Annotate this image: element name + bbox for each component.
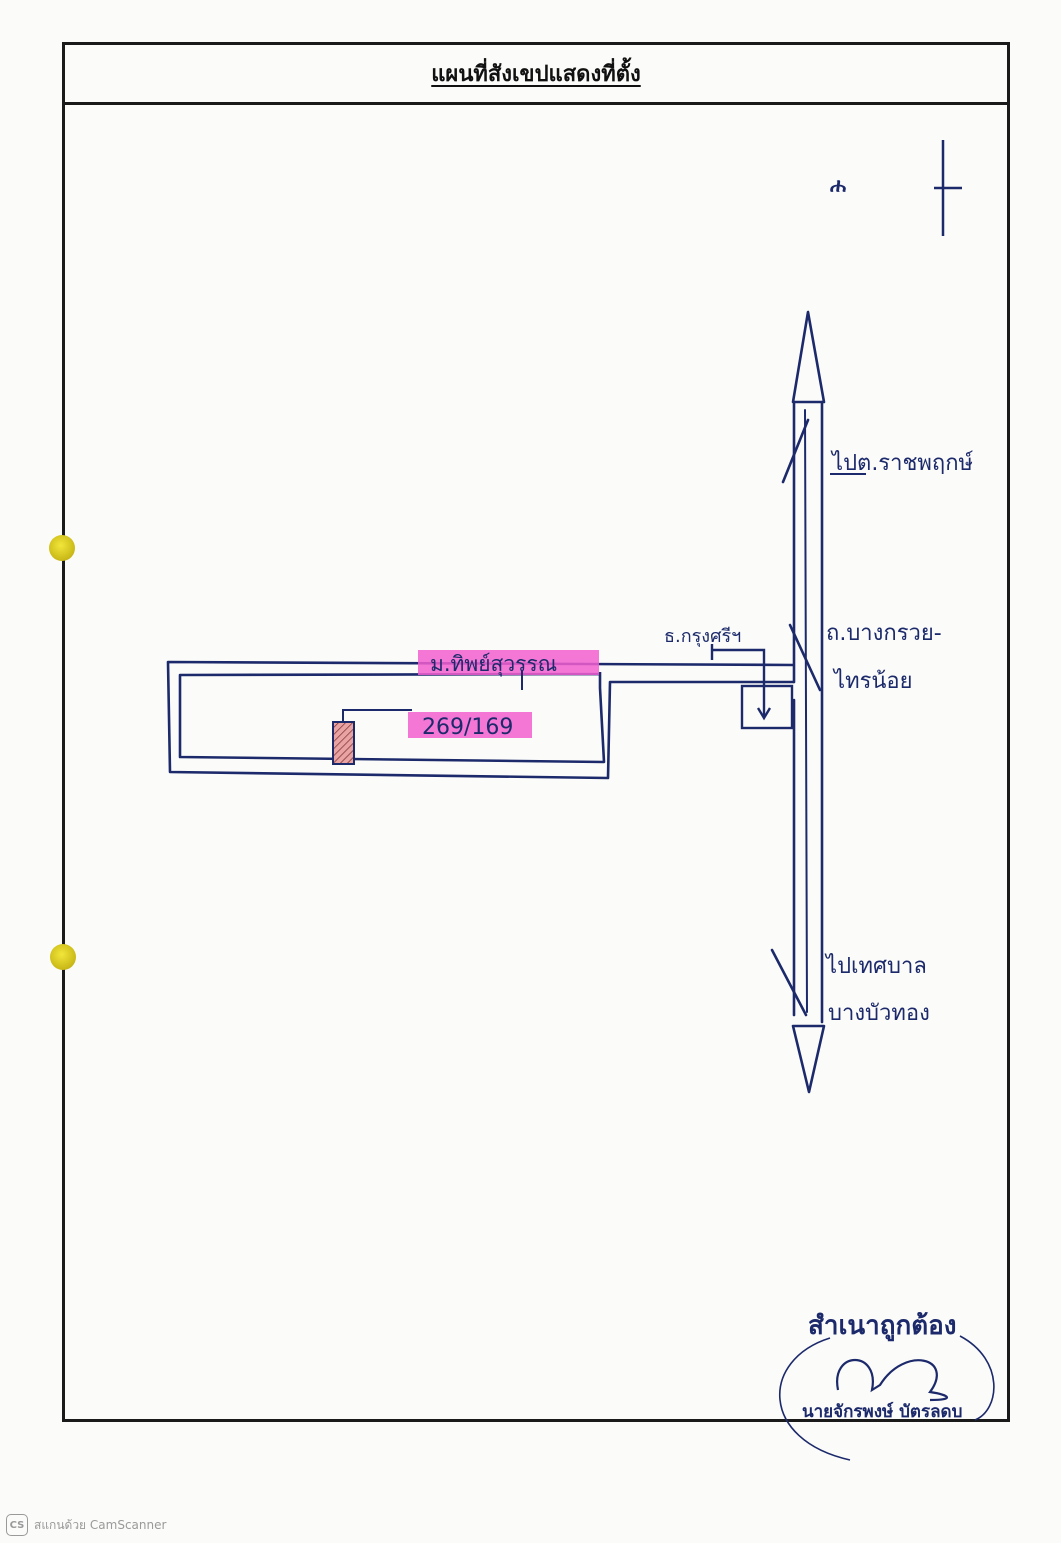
house-number-label: 269/169 (422, 715, 513, 740)
binder-hole-lower (50, 944, 76, 970)
camscanner-text: สแกนด้วย CamScanner (34, 1517, 167, 1532)
house-marker (332, 721, 355, 765)
certified-copy-text: สำเนาถูกต้อง (808, 1311, 956, 1342)
house-leader-line (342, 709, 412, 722)
signer-name: นายจักรพงษ์ บัตรลดบ (802, 1401, 962, 1422)
camscanner-logo: CS (6, 1514, 28, 1536)
signature-scribble (836, 1358, 948, 1402)
bank-marker (710, 644, 794, 730)
to-south-label-line1: ไปเทศบาล (824, 953, 927, 979)
binder-hole-upper (49, 535, 75, 561)
title-bar: แผนที่สังเขปแสดงที่ตั้ง (65, 45, 1007, 105)
main-road-label-line1: ถ.บางกรวย- (826, 621, 942, 646)
house-number-highlight (408, 712, 532, 738)
camscanner-watermark: CS สแกนด้วย CamScanner (6, 1514, 166, 1536)
north-symbol: ሐ (830, 173, 846, 197)
to-north-label: ไปต.ราชพฤกษ์ (830, 450, 974, 476)
village-label: ม.ทิพย์สุวรรณ (430, 652, 557, 677)
certification-stamp: สำเนาถูกต้อง นายจักรพงษ์ บัตรลดบ (779, 1311, 995, 1461)
bank-label: ธ.กรุงศรีฯ (664, 626, 741, 647)
village-highlight (418, 650, 599, 675)
north-arrow (934, 140, 962, 236)
main-road-label-line2: ไทรน้อย (832, 668, 913, 694)
page-title: แผนที่สังเขปแสดงที่ตั้ง (431, 62, 641, 87)
village-road (166, 660, 795, 780)
to-south-label-line2: บางบัวทอง (828, 1001, 930, 1026)
map-sheet-frame: แผนที่สังเขปแสดงที่ตั้ง (62, 42, 1010, 1422)
main-road (770, 310, 826, 1094)
